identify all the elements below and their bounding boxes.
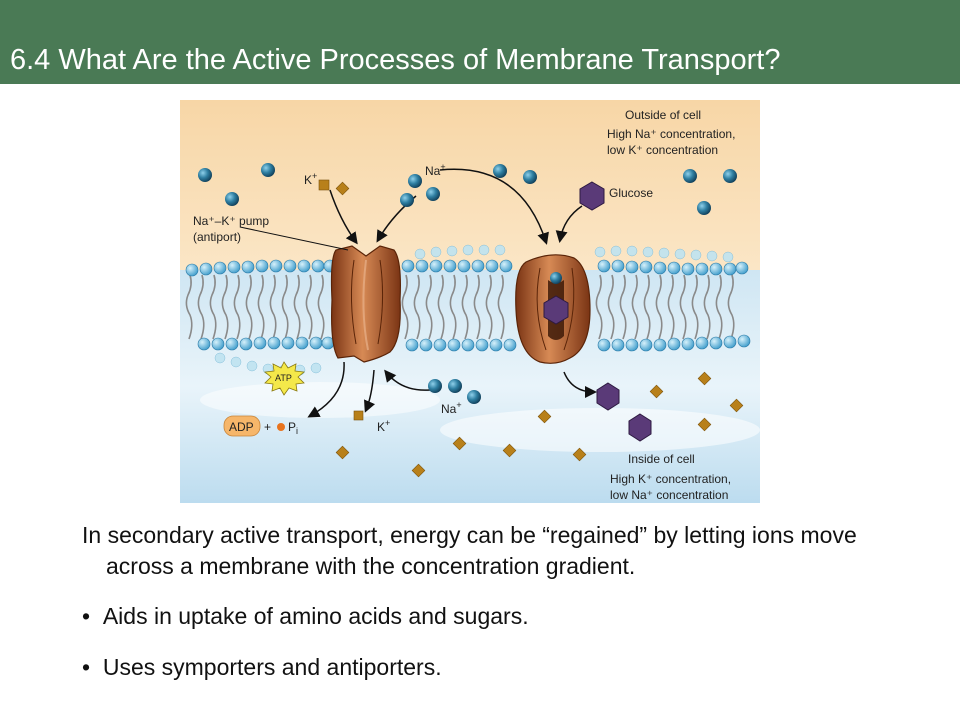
sodium-ions bbox=[198, 163, 737, 404]
outside-region bbox=[180, 100, 760, 270]
k-bottom-label: K+ bbox=[377, 418, 390, 434]
bullet-marker: • bbox=[82, 654, 91, 680]
adp-box bbox=[223, 415, 261, 437]
lipid-tails bbox=[185, 274, 735, 340]
lipid-heads-top bbox=[185, 259, 749, 277]
outside-line-2: low K⁺ concentration bbox=[607, 143, 718, 157]
membrane-transport-diagram: ATP ADP + Pi Outside of cell High Na⁺ co… bbox=[180, 100, 760, 503]
pump-label-line bbox=[239, 226, 349, 251]
atp-label: ATP bbox=[275, 373, 292, 383]
bullet-marker: • bbox=[82, 603, 91, 629]
na-top-label: Na+ bbox=[425, 162, 446, 178]
bullet-item: • Aids in uptake of amino acids and suga… bbox=[82, 601, 902, 632]
pump-label-line2: (antiport) bbox=[193, 230, 241, 244]
pi-label: Pi bbox=[288, 420, 298, 436]
outside-line-1: High Na⁺ concentration, bbox=[607, 127, 735, 141]
inside-line-2: low Na⁺ concentration bbox=[610, 488, 728, 502]
atp-burst bbox=[264, 361, 305, 396]
plus-sign: + bbox=[264, 420, 271, 434]
slide-title: 6.4 What Are the Active Processes of Mem… bbox=[10, 44, 781, 76]
title-bar bbox=[0, 0, 960, 84]
inside-line-1: High K⁺ concentration, bbox=[610, 472, 731, 486]
glucose-molecules bbox=[579, 181, 652, 442]
potassium-ions bbox=[318, 179, 744, 478]
k-top-label: K+ bbox=[304, 171, 317, 187]
adp-label: ADP bbox=[229, 420, 254, 434]
bullet-text: Uses symporters and antiporters. bbox=[102, 654, 442, 680]
bullet-item: • Uses symporters and antiporters. bbox=[82, 652, 902, 683]
inside-cell-title: Inside of cell bbox=[628, 452, 695, 466]
pump-label-line1: Na⁺–K⁺ pump bbox=[193, 214, 269, 228]
lipid-heads-bottom bbox=[197, 334, 751, 352]
glucose-label: Glucose bbox=[609, 186, 653, 200]
na-k-pump-protein bbox=[330, 245, 401, 363]
symporter-protein bbox=[515, 254, 591, 364]
bullet-text: Aids in uptake of amino acids and sugars… bbox=[102, 603, 529, 629]
intro-paragraph: In secondary active transport, energy ca… bbox=[82, 522, 857, 579]
slide-body: In secondary active transport, energy ca… bbox=[82, 520, 902, 683]
outside-cell-title: Outside of cell bbox=[625, 108, 701, 122]
na-bottom-label: Na+ bbox=[441, 400, 462, 416]
phosphate-icon bbox=[277, 423, 285, 431]
